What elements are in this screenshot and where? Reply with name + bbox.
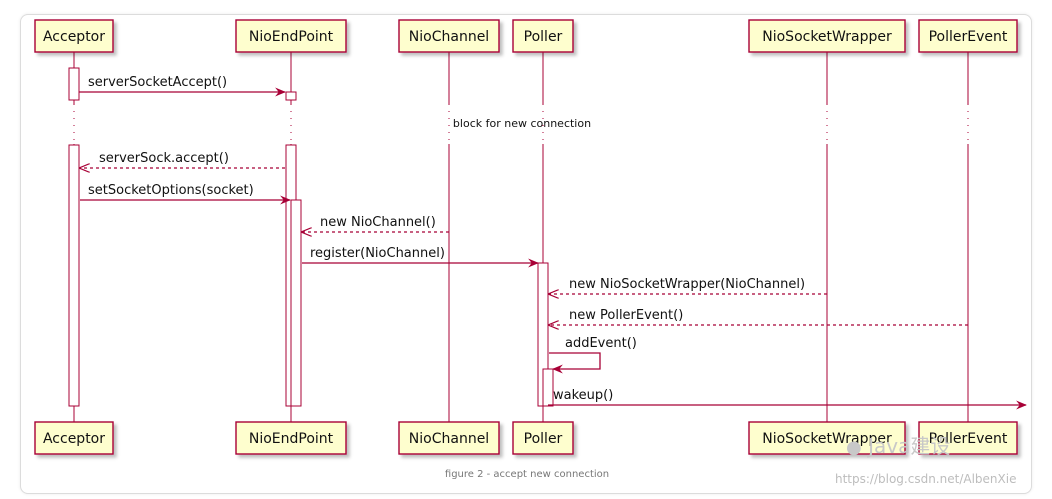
message-6-label: new NioSocketWrapper(NioChannel) — [569, 277, 805, 292]
participant-box-niosocketwrapper-bottom — [748, 421, 906, 455]
participant-box-poller-top — [512, 19, 574, 53]
message-9-label: wakeup() — [553, 388, 613, 403]
participant-label-niosocketwrapper-bottom: NioSocketWrapper — [762, 431, 892, 447]
participant-label-niochannel-bottom: NioChannel — [409, 431, 489, 447]
participant-label-poller-top: Poller — [524, 29, 563, 45]
message-8-arrow — [549, 352, 601, 374]
watermark-brand: ● Java建设 — [846, 430, 950, 459]
participant-label-pollerevent-bottom: PollerEvent — [929, 431, 1008, 447]
activation-acceptor-0 — [68, 67, 80, 101]
message-3-label: setSocketOptions(socket) — [88, 183, 254, 198]
participant-label-nioendpoint-top: NioEndPoint — [249, 29, 334, 45]
participant-box-nioendpoint-bottom — [235, 421, 347, 455]
participant-label-poller-bottom: Poller — [524, 431, 563, 447]
message-5-label: register(NioChannel) — [310, 246, 445, 261]
message-1-label: serverSocketAccept() — [88, 75, 227, 90]
activation-acceptor-2 — [68, 144, 80, 407]
participant-label-niochannel-top: NioChannel — [409, 29, 489, 45]
message-7-label: new PollerEvent() — [569, 308, 683, 323]
activation-poller-6 — [542, 368, 554, 407]
participant-label-acceptor-top: Acceptor — [43, 29, 105, 45]
participant-box-pollerevent-top — [918, 19, 1018, 53]
participant-box-poller-bottom — [512, 421, 574, 455]
watermark-brand-text: Java建设 — [868, 434, 951, 458]
participant-label-niosocketwrapper-top: NioSocketWrapper — [762, 29, 892, 45]
participant-box-pollerevent-bottom — [918, 421, 1018, 455]
participant-label-nioendpoint-bottom: NioEndPoint — [249, 431, 334, 447]
lifelines — [73, 52, 969, 422]
messages: serverSocketAccept() serverSock.accept() s… — [79, 75, 1027, 410]
delay-note: block for new connection — [453, 117, 591, 130]
watermark-url: https://blog.csdn.net/AlbenXie — [835, 472, 1017, 486]
activation-nioendpoint-4 — [290, 199, 302, 407]
activations — [68, 67, 554, 407]
wechat-icon: ● — [846, 437, 862, 458]
participant-boxes: AcceptorAcceptorNioEndPointNioEndPointNi… — [34, 19, 1018, 455]
participant-box-acceptor-bottom — [34, 421, 114, 455]
participant-box-nioendpoint-top — [235, 19, 347, 53]
participant-box-niosocketwrapper-top — [748, 19, 906, 53]
participant-box-niochannel-bottom — [398, 421, 500, 455]
activation-nioendpoint-1 — [285, 91, 297, 101]
message-4-label: new NioChannel() — [320, 215, 436, 230]
participant-label-acceptor-bottom: Acceptor — [43, 431, 105, 447]
message-2-label: serverSock.accept() — [99, 151, 229, 166]
participant-box-niochannel-top — [398, 19, 500, 53]
message-8-label: addEvent() — [565, 336, 637, 351]
diagram-frame — [20, 14, 1032, 494]
participant-box-acceptor-top — [34, 19, 114, 53]
figure-caption: figure 2 - accept new connection — [445, 469, 609, 480]
participant-label-pollerevent-top: PollerEvent — [929, 29, 1008, 45]
